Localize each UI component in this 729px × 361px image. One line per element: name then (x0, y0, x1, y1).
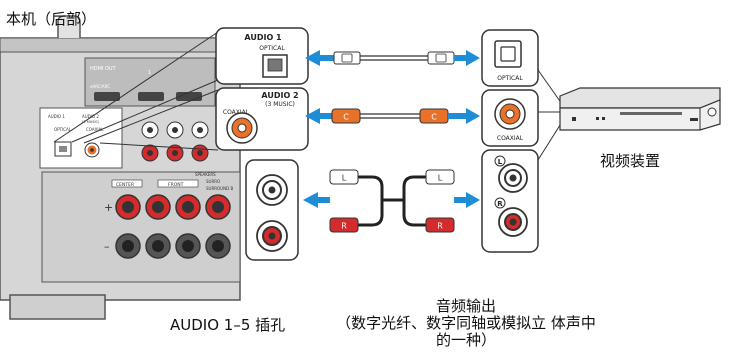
front-indicator-1 (572, 117, 576, 121)
front-label: FRONT (168, 182, 184, 188)
rear-panel-label: 本机（后部） (6, 10, 97, 28)
coax-plug-right-label: C (431, 113, 437, 122)
analog-arrow-left (303, 192, 318, 208)
optical-arrow-left (305, 50, 320, 66)
analog-arrow-right (466, 192, 480, 208)
minus-label: – (104, 240, 110, 253)
coax-arrow-left-shaft (320, 113, 332, 119)
speakers-label: SPEAKERS (195, 172, 216, 177)
analog-arrow-right-shaft (454, 197, 466, 203)
zoom-coaxial-pin (237, 123, 247, 133)
analog-cable-wire-1 (358, 175, 384, 200)
zoom-audio2-sub: (3 MUSIC) (265, 101, 295, 108)
analog-left-plug-b (425, 169, 455, 185)
zoom-analog-panel (245, 159, 299, 261)
analog-cable-wire-2 (358, 200, 384, 227)
speaker-terminals (115, 194, 231, 259)
source-coaxial-label: COAXIAL (497, 135, 524, 142)
coax-plug-left (331, 108, 361, 124)
zoom-left-jack-pin (268, 186, 276, 194)
analog-rca-jacks (141, 121, 209, 162)
audio-output-line2: （数字光纤、数字同轴或模拟立 体声中 (336, 314, 596, 332)
optical-arrow-right (466, 50, 480, 66)
optical-arrow-right-shaft (454, 55, 466, 61)
zoom-audio1-panel: AUDIO 1 OPTICAL (215, 27, 309, 85)
source-right-marker-circle (494, 197, 506, 209)
coaxial-cable: C C (305, 108, 480, 124)
optical-plug-left-tip (341, 53, 353, 63)
analog-right-plug-b (425, 217, 455, 233)
coaxial-small-label: COAXIAL (86, 127, 104, 132)
coax-arrow-left (305, 108, 320, 124)
earc-label: eARC/ARC (90, 84, 110, 89)
analog-right-plug-a-label: R (341, 222, 347, 231)
coax-plug-left-label: C (343, 113, 349, 122)
disc-slot (620, 112, 682, 115)
front-indicator-2 (596, 117, 599, 120)
source-left-marker: L (498, 158, 503, 166)
plus-label: + (104, 201, 113, 214)
audio-output-line3: 的一种） (435, 331, 496, 349)
analog-left-plug-b-label: L (438, 174, 443, 183)
front-indicator-4 (690, 118, 698, 121)
analog-cable-wire-5 (402, 200, 426, 227)
analog-stereo-cable: L R L R (303, 169, 480, 233)
optical-port-small-inner (59, 146, 67, 152)
video-device-label: 视频装置 (600, 152, 661, 170)
coax-arrow-right-shaft (448, 113, 466, 119)
audio2-sub-small-label: (3 MUSIC) (82, 120, 100, 124)
analog-arrow-left-shaft (318, 197, 330, 203)
audio-output-label: 音频输出 （数字光纤、数字同轴或模拟立 体声中 的一种） (336, 298, 596, 349)
optical-arrow-left-shaft (320, 55, 334, 61)
source-optical-panel: OPTICAL (481, 29, 539, 87)
source-right-jack-pin (509, 218, 517, 226)
source-right-marker: R (497, 200, 503, 208)
zoom-audio2-title: AUDIO 2 (261, 91, 298, 100)
source-left-jack-pin (509, 174, 517, 182)
zoom-coaxial-label: COAXIAL (223, 109, 250, 116)
receiver-foot (9, 294, 106, 320)
coax-arrow-right (466, 108, 480, 124)
source-coaxial-panel: COAXIAL (481, 89, 539, 147)
hdmi-in-1-label: 1 (148, 70, 151, 76)
center-label: CENTER (116, 182, 134, 188)
fan-bracket (57, 15, 81, 38)
power-button (707, 107, 717, 117)
front-tag (157, 179, 199, 188)
coaxial-port-small-pin (90, 148, 94, 152)
optical-small-label: OPTICAL (54, 127, 72, 132)
audio-jacks-label: AUDIO 1–5 插孔 (170, 316, 286, 334)
video-device (559, 87, 721, 131)
source-optical-port-inner (500, 46, 516, 62)
surround-label: SURRO (206, 179, 220, 184)
analog-right-plug-b-label: R (437, 222, 443, 231)
source-pointer-lines (537, 69, 563, 161)
zoom-pointer-lines (53, 31, 219, 151)
zoom-audio2-panel: AUDIO 2 (3 MUSIC) COAXIAL (215, 87, 309, 151)
surround-b-label: SURROUND B (206, 186, 233, 191)
hdmi-in-1-port (138, 92, 164, 101)
receiver-rear-panel: HDMI OUT eARC/ARC 1 AUDIO 1 OPTICAL AUDI… (0, 15, 241, 320)
hdmi-out-port (94, 92, 120, 101)
hdmi-out-label: HDMI OUT (90, 66, 117, 72)
audio1-small-label: AUDIO 1 (48, 114, 65, 119)
zoom-right-jack-pin (268, 232, 276, 240)
analog-left-plug-a-label: L (342, 174, 347, 183)
source-optical-label: OPTICAL (497, 75, 523, 82)
source-coaxial-pin (505, 109, 515, 119)
analog-cable-wire-4 (402, 175, 426, 200)
zoom-optical-label: OPTICAL (259, 45, 285, 52)
speaker-terminal-area (41, 171, 241, 283)
front-indicator-3 (602, 117, 605, 120)
optical-cable (305, 50, 480, 66)
audio2-small-label: AUDIO 2 (82, 114, 99, 119)
source-analog-panel: L R (481, 149, 539, 253)
center-tag (111, 179, 143, 188)
zoom-optical-port-inner (267, 58, 283, 72)
audio-output-line1: 音频输出 (435, 297, 496, 315)
zoom-audio1-title: AUDIO 1 (244, 33, 282, 42)
source-left-marker-circle (494, 155, 506, 167)
optical-plug-right-tip (435, 53, 447, 63)
